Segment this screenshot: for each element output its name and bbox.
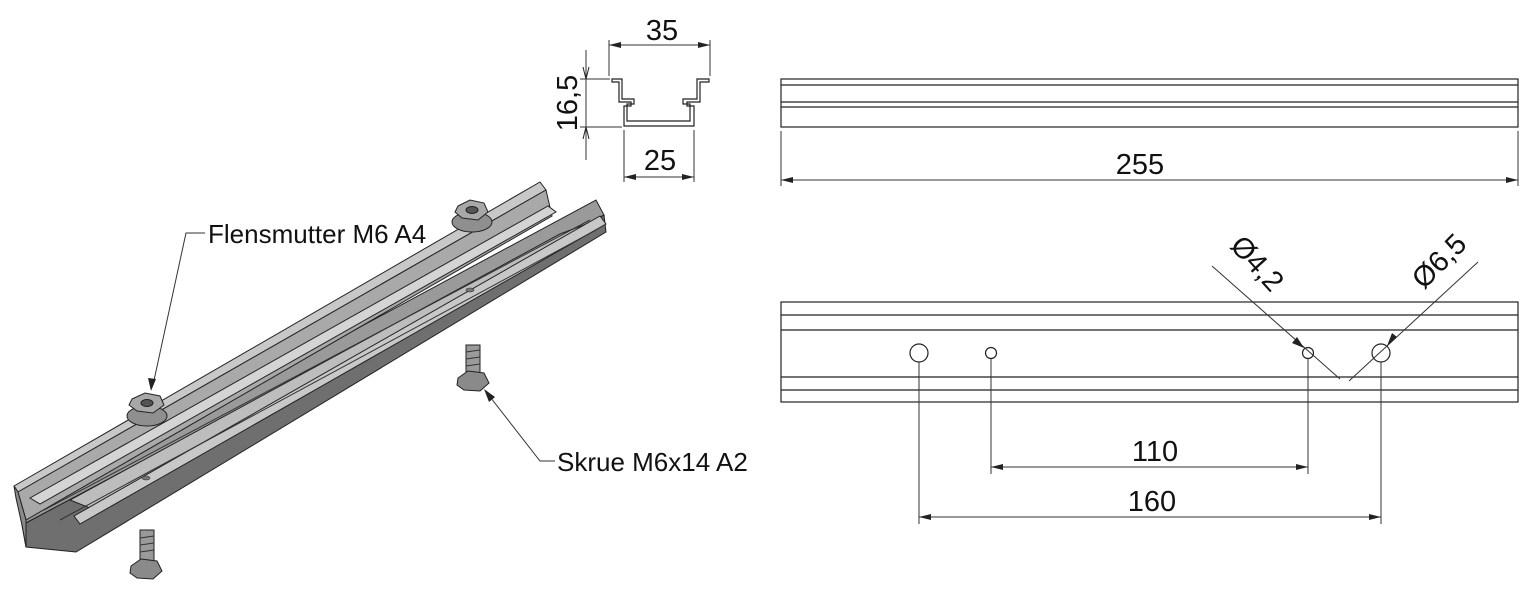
rail-lip xyxy=(29,205,557,505)
top-view-outline xyxy=(780,301,1519,403)
dim-length: 255 xyxy=(1116,149,1164,181)
hole-large-left xyxy=(909,343,929,363)
top-view: Ø4,2 Ø6,5 110 160 xyxy=(780,228,1519,524)
callout-nut: Flensmutter M6 A4 xyxy=(208,219,426,249)
side-view: 255 xyxy=(780,78,1519,186)
profile-outline xyxy=(611,78,710,127)
hole-small-right xyxy=(1301,346,1315,360)
dim-spacing-inner: 110 xyxy=(1132,436,1178,468)
side-view-outline xyxy=(780,78,1519,128)
dim-top-width: 35 xyxy=(646,15,678,47)
profile-section-view: 35 16,5 25 xyxy=(552,15,711,182)
label-hole-small: Ø4,2 xyxy=(1224,230,1290,298)
label-hole-large: Ø6,5 xyxy=(1406,228,1473,295)
flange-nut-lower xyxy=(126,392,168,427)
screw-right xyxy=(456,344,490,392)
dim-spacing-outer: 160 xyxy=(1128,486,1176,518)
dim-height: 16,5 xyxy=(552,75,584,131)
hole-small-left xyxy=(984,346,998,360)
rail-top-flange-right xyxy=(73,215,607,525)
isometric-rail-view: Flensmutter M6 A4 Skrue M6x14 A2 xyxy=(13,181,748,580)
dim-bottom-width: 25 xyxy=(644,145,676,177)
hole-large-right xyxy=(1371,343,1391,363)
screw-left xyxy=(129,529,163,580)
callout-screw: Skrue M6x14 A2 xyxy=(557,447,748,477)
flange-nut-upper xyxy=(451,199,493,233)
